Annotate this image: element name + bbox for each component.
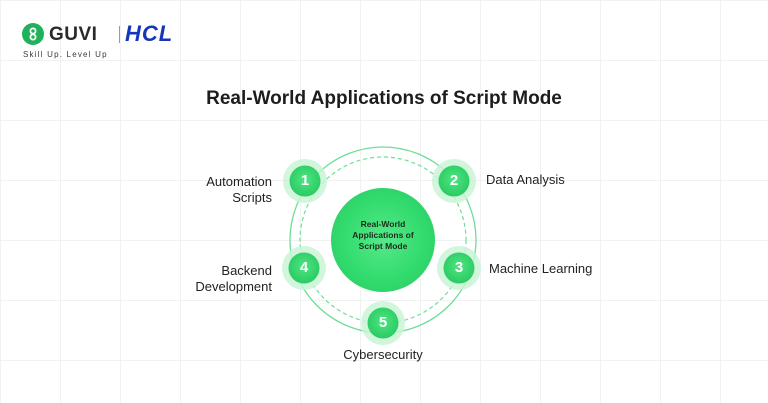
node-2-number: 2 <box>449 172 459 189</box>
node-4-label: Backend Development <box>172 263 272 295</box>
node-3-label: Machine Learning <box>489 261 629 277</box>
node-4-label-line: Backend <box>221 263 272 278</box>
guvi-logo-icon <box>22 23 44 45</box>
inner-dashed-ring <box>299 156 467 324</box>
logo-divider <box>119 26 120 43</box>
node-5-label: Cybersecurity <box>313 347 453 363</box>
node-5-label-line: Cybersecurity <box>343 347 423 362</box>
logo-partner-text: HCL <box>125 21 174 46</box>
center-hub-label: Real-World Applications of Script Mode <box>331 219 435 252</box>
page-title: Real-World Applications of Script Mode <box>206 88 562 109</box>
center-line: Script Mode <box>358 241 408 251</box>
logo-brand-text: GUVI <box>49 24 98 45</box>
brand-logo: GUVI HCL Skill Up. Level Up <box>22 23 242 63</box>
node-1-label: Automation Scripts <box>172 174 272 206</box>
node-4-number: 4 <box>299 259 309 276</box>
node-1-label-line: Automation <box>206 174 272 189</box>
node-2-label: Data Analysis <box>486 172 626 188</box>
node-3-label-line: Machine Learning <box>489 261 593 276</box>
center-line: Real-World <box>360 219 406 229</box>
node-5-circle <box>361 301 405 345</box>
logo-tagline: Skill Up. Level Up <box>23 50 108 59</box>
node-5-number: 5 <box>378 314 388 331</box>
node-3-circle <box>437 246 481 290</box>
node-2-label-line: Data Analysis <box>486 172 565 187</box>
node-4-circle <box>282 246 326 290</box>
node-1-label-line: Scripts <box>232 190 272 205</box>
node-4-label-line: Development <box>195 279 272 294</box>
node-3-number: 3 <box>454 259 464 276</box>
center-hub <box>331 188 435 292</box>
center-line: Applications of <box>352 230 414 240</box>
node-2-circle <box>432 159 476 203</box>
node-1-circle <box>283 159 327 203</box>
node-1-number: 1 <box>300 172 310 189</box>
